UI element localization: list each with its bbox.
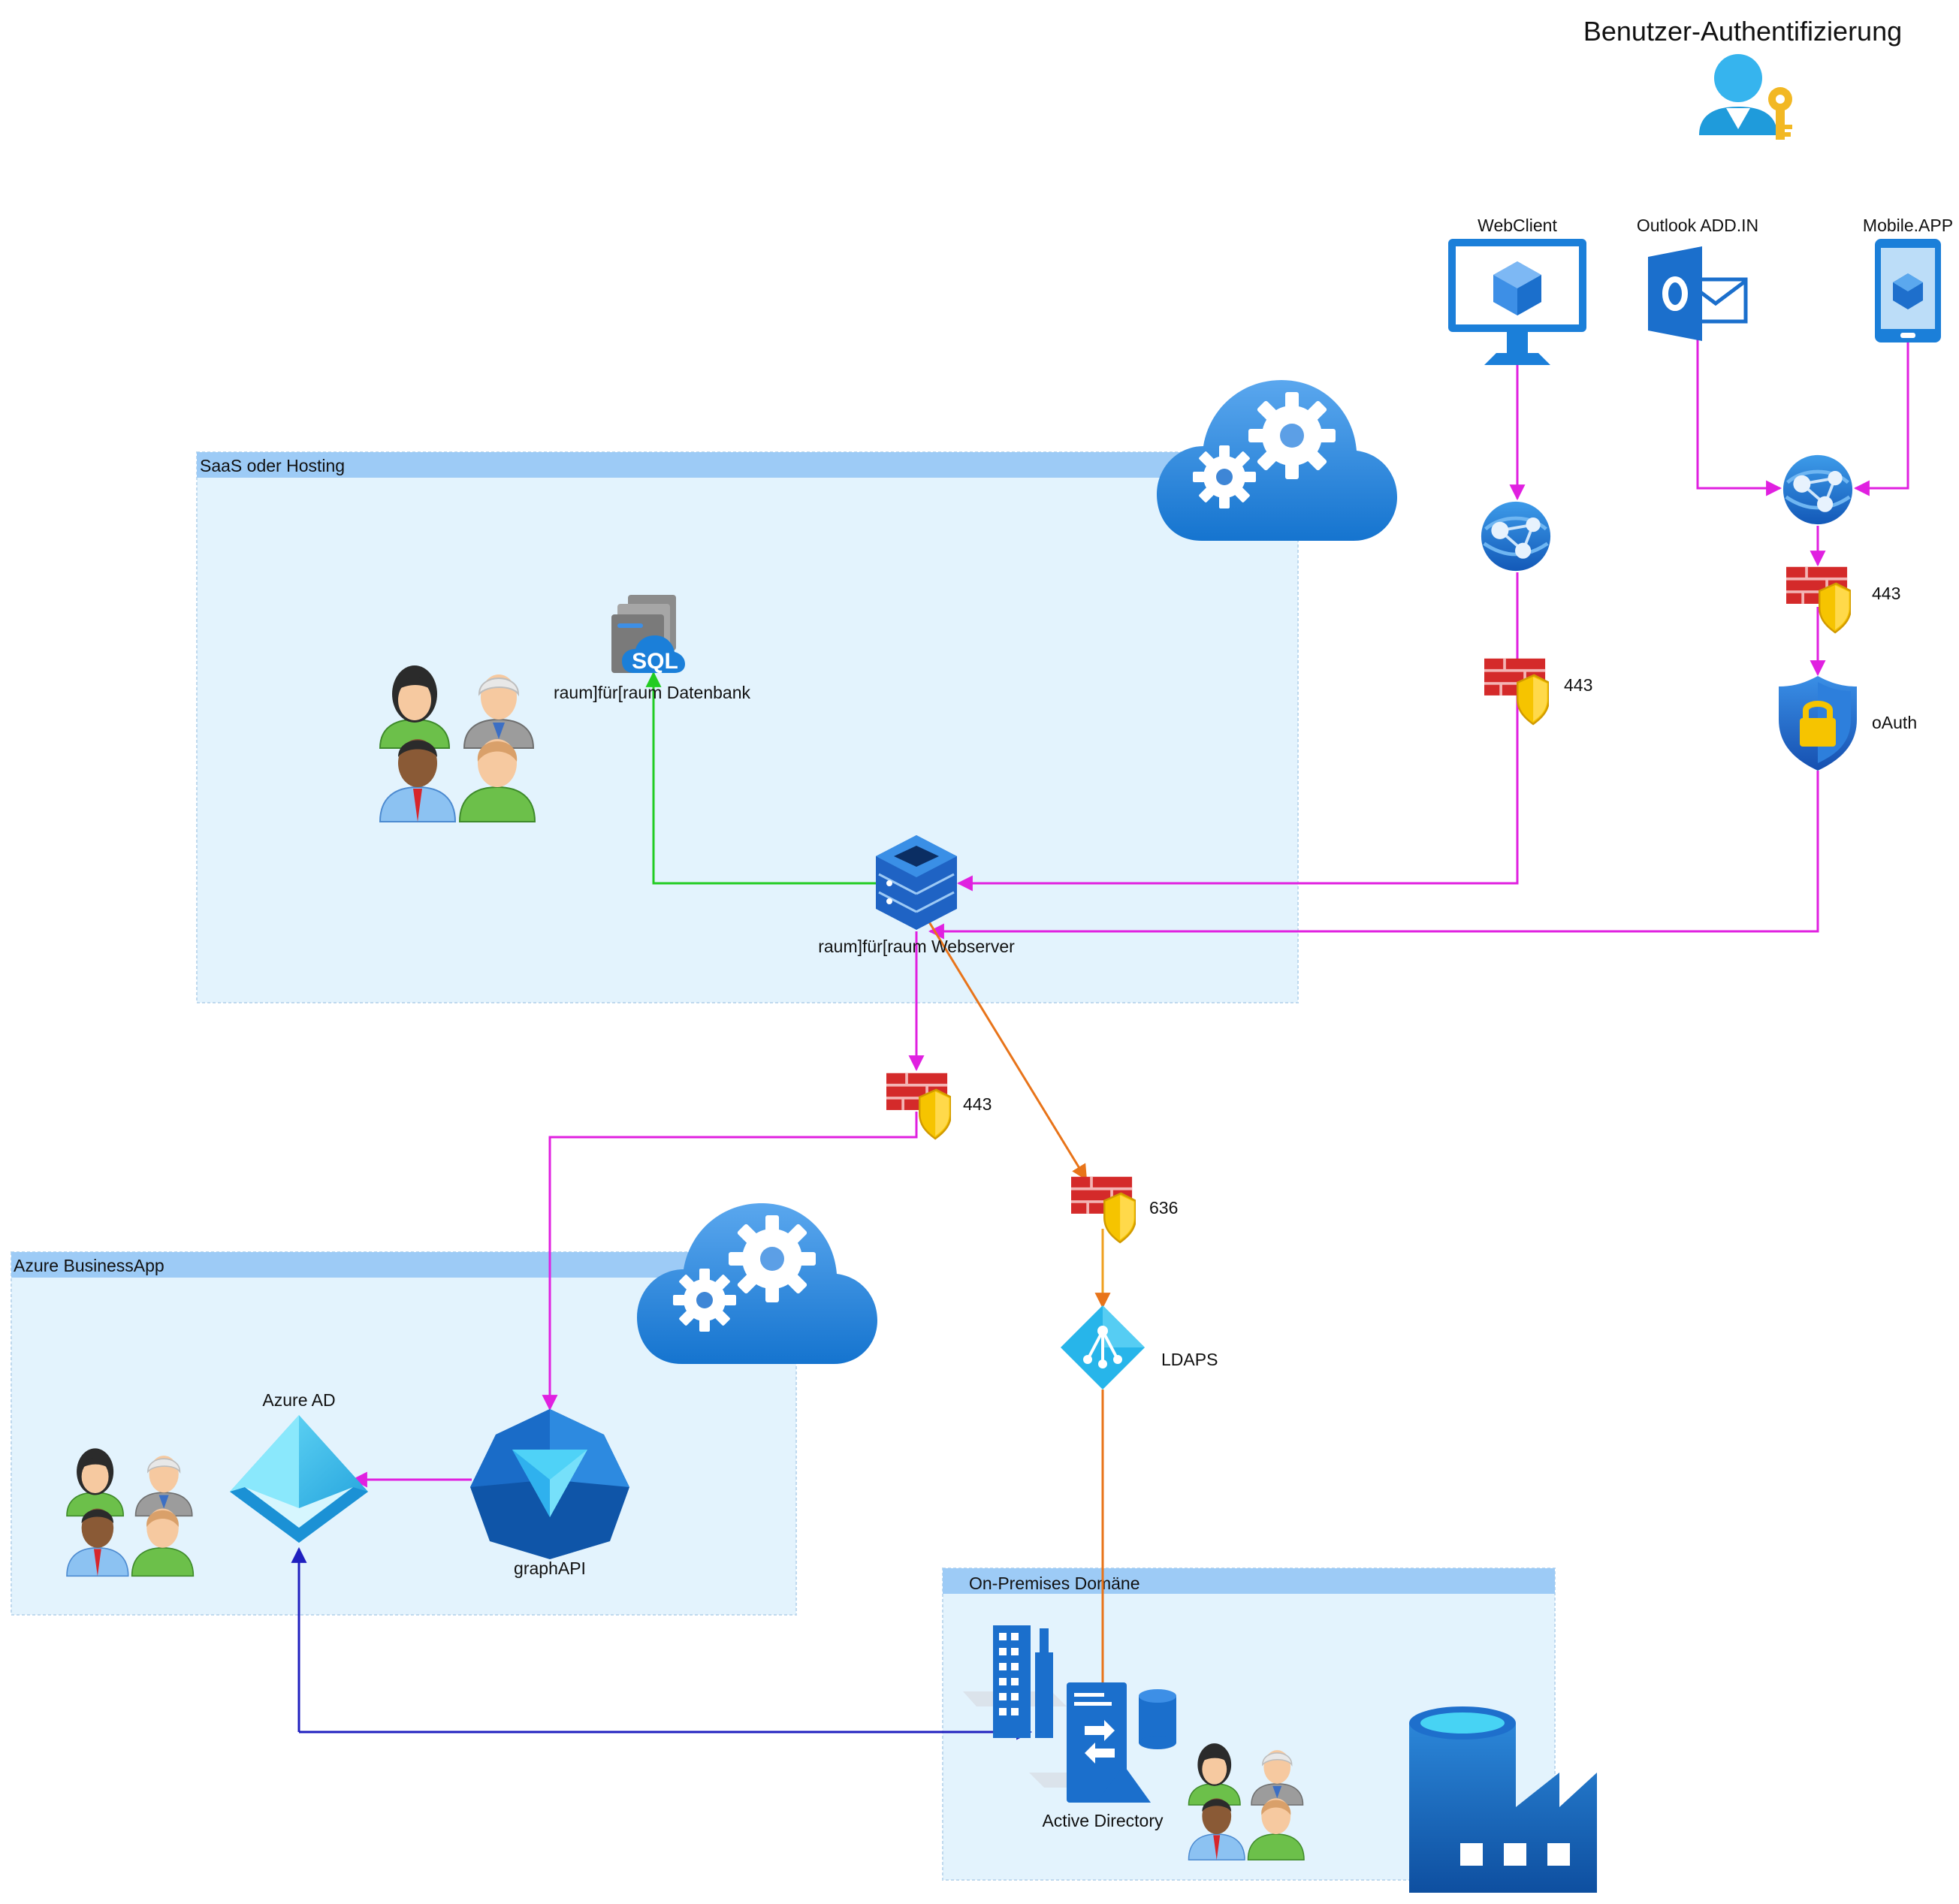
port-webserver: 443 [963, 1094, 992, 1114]
group-azure-label: Azure BusinessApp [14, 1256, 165, 1275]
graph-api-icon [470, 1409, 629, 1559]
edge-webserver-sql [645, 671, 877, 885]
webclient-label: WebClient [1478, 216, 1557, 235]
port-mobile: 443 [1872, 584, 1900, 603]
ad-domain-services-icon [1061, 1305, 1145, 1390]
azure-ad-label: Azure AD [262, 1390, 335, 1410]
monitor-icon [1448, 239, 1586, 365]
port-webclient: 443 [1564, 675, 1592, 695]
web-app-icon-webclient [1481, 502, 1550, 571]
group-onprem-label: On-Premises Domäne [969, 1574, 1140, 1593]
svg-text:SQL: SQL [632, 649, 678, 674]
cloud-gears-icon [637, 1203, 877, 1364]
edge-outlook-globe [1696, 339, 1782, 496]
datenbank-label: raum]für[raum Datenbank [554, 683, 751, 702]
webserver-label: raum]für[raum Webserver [818, 937, 1015, 956]
edge-oauth-webserver [928, 771, 1819, 940]
outlook-icon [1648, 246, 1748, 341]
azure-ad-icon [230, 1415, 368, 1543]
edge-firewall-graphapi [542, 1112, 918, 1411]
mobile-device-icon [1875, 239, 1941, 342]
web-app-icon-mobile [1783, 455, 1852, 524]
user-key-icon [1699, 54, 1792, 140]
diagram-title: Benutzer-Authentifizierung [1583, 16, 1902, 47]
edge-mobile-globe [1853, 342, 1909, 496]
sql-database-icon: SQL [611, 595, 685, 674]
mobile-label: Mobile.APP [1863, 216, 1953, 235]
data-factory-icon [1409, 1706, 1597, 1893]
ldaps-label: LDAPS [1161, 1350, 1218, 1369]
firewall-icon-webserver [886, 1073, 951, 1140]
outlook-label: Outlook ADD.IN [1637, 216, 1758, 235]
graph-api-label: graphAPI [514, 1559, 586, 1578]
port-ldaps: 636 [1149, 1198, 1178, 1218]
group-saas-label: SaaS oder Hosting [200, 456, 345, 475]
server-stack-icon [876, 835, 957, 930]
group-saas: SaaS oder Hosting [196, 451, 1299, 1003]
oauth-label: oAuth [1872, 713, 1917, 732]
edge-webserver-ldapsfw [927, 920, 1088, 1181]
cloud-gears-icon [1157, 380, 1397, 541]
active-directory-label: Active Directory [1042, 1811, 1164, 1830]
shield-lock-icon [1779, 676, 1857, 771]
active-directory-icon [963, 1625, 1176, 1803]
